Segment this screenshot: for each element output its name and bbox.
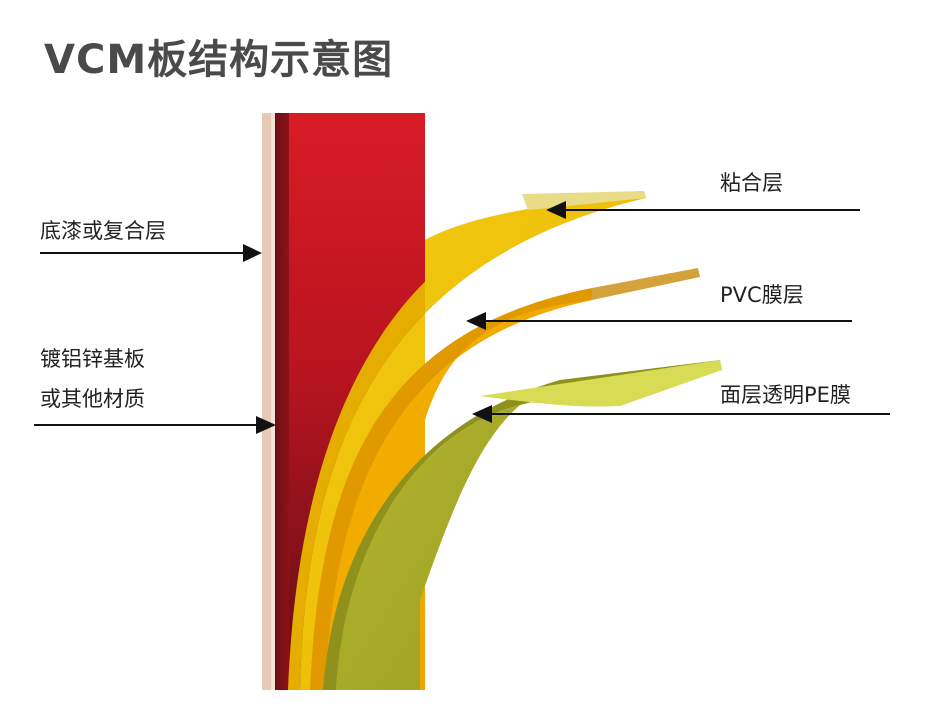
arrowhead-primer [243,244,262,262]
pvc-layer-tip [592,268,700,300]
label-pvc-layer: PVC膜层 [720,283,804,307]
arrowhead-pe [472,405,492,423]
label-adhesive-layer: 粘合层 [720,171,783,195]
label-primer-layer: 底漆或复合层 [40,219,166,243]
page-title: VCM板结构示意图 [44,37,394,83]
label-pe-layer: 面层透明PE膜 [720,383,851,407]
substrate-edge-highlight [271,113,275,690]
arrowhead-pvc [466,312,486,330]
adhesive-layer-tip [522,191,646,210]
pe-layer-sheet [336,405,520,690]
pe-layer-tip [480,360,722,407]
primer-layer-shadow-edge [275,113,289,690]
substrate-edge-strip [262,113,271,690]
arrowhead-adhesive [546,201,566,219]
label-substrate-line-1: 镀铝锌基板 [40,347,145,371]
arrowhead-substrate [256,416,276,434]
label-substrate-line-2: 或其他材质 [40,387,145,411]
